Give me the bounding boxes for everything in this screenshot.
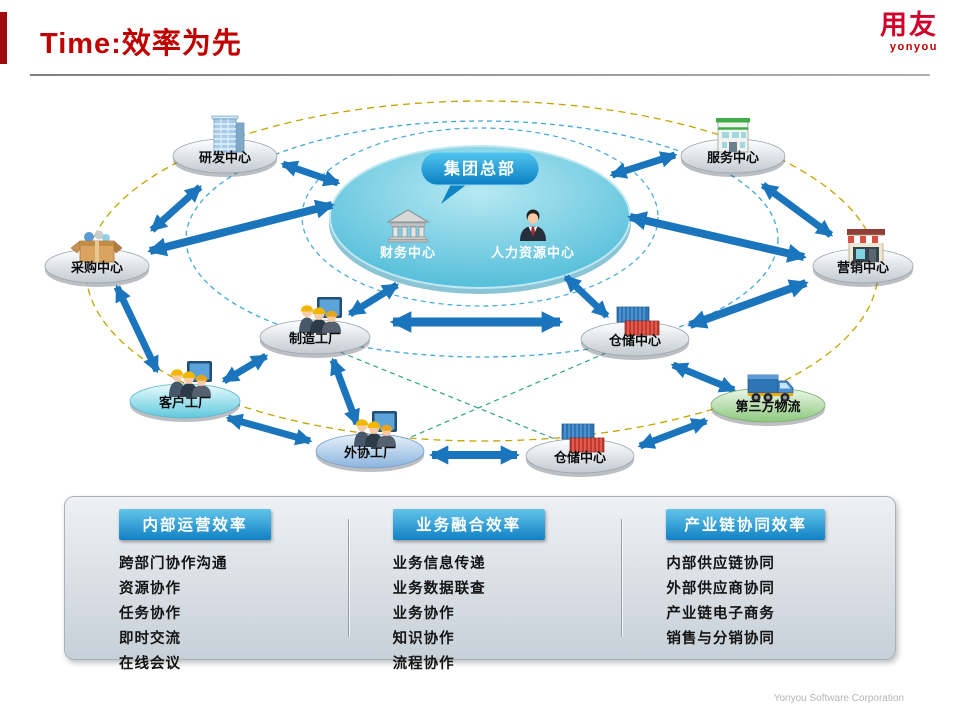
panel-item: 流程协作 (392, 656, 455, 672)
flow-arrow (687, 279, 809, 329)
yonyou-logo: 用友 yonyou (880, 10, 938, 54)
node-label: 服务中心 (707, 150, 759, 165)
node-warehouse-center-1: 仓储中心 (580, 306, 690, 360)
service-building-icon (714, 116, 752, 154)
office-building-icon (211, 115, 245, 153)
finance-label: 财务中心 (380, 245, 436, 260)
supply-chain-diagram: 集团总部 财务中心 人力资源中心 (44, 100, 914, 477)
node-label: 外协工厂 (343, 445, 396, 460)
workers-icon (354, 411, 397, 447)
node-third-party-logistics: 第三方物流 (710, 374, 826, 426)
node-rnd-center: 研发中心 (172, 115, 278, 177)
title-accent-bar (0, 12, 7, 64)
flow-arrow (347, 282, 400, 317)
column-header: 业务融合效率 (392, 509, 545, 540)
panel-item: 产业链电子商务 (666, 606, 775, 622)
panel-item-list: 跨部门协作沟通 资源协作 任务协作 即时交流 在线会议 (119, 552, 340, 677)
flow-arrow (563, 274, 610, 319)
node-label: 营销中心 (837, 260, 889, 275)
column-header: 产业链协同效率 (666, 509, 825, 540)
logo-text: 用友 (880, 10, 938, 40)
node-platform (129, 383, 241, 419)
panel-item: 销售与分销协同 (666, 631, 775, 647)
storefront-icon (846, 228, 886, 263)
flow-arrow (147, 199, 335, 257)
node-label: 研发中心 (199, 150, 251, 165)
node-service-center: 服务中心 (680, 116, 786, 177)
node-warehouse-center-2: 仓储中心 (525, 423, 635, 477)
panel-item: 业务协作 (392, 606, 455, 622)
flow-arrow (280, 160, 341, 187)
hq-bubble (420, 151, 540, 186)
headquarters-group: 集团总部 财务中心 人力资源中心 (301, 127, 659, 307)
node-label: 仓储中心 (553, 450, 606, 465)
panel-item-list: 内部供应链协同 外部供应商协同 产业链电子商务 销售与分销协同 (666, 552, 887, 652)
node-outsourcing-plant: 外协工厂 (315, 411, 425, 472)
node-procurement-center: 采购中心 (44, 230, 150, 287)
panel-column-industry-chain: 产业链协同效率 内部供应链协同 外部供应商协同 产业链电子商务 销售与分销协同 (622, 497, 895, 659)
dashed-link-1 (339, 351, 573, 447)
truck-icon (747, 374, 794, 403)
flow-arrow (637, 417, 709, 450)
panel-column-business: 业务融合效率 业务信息传递 业务数据联查 业务协作 知识协作 流程协作 (349, 497, 622, 672)
panel-item: 跨部门协作沟通 (119, 556, 228, 572)
flow-arrow (760, 182, 834, 238)
dashed-link-2 (394, 351, 609, 445)
panel-item-list: 业务信息传递 业务数据联查 业务协作 知识协作 流程协作 (393, 552, 614, 677)
flow-arrows (113, 151, 834, 465)
footer-text: Yonyou Software Corporation (773, 693, 904, 704)
workers-icon (169, 361, 212, 397)
panel-item: 业务信息传递 (392, 556, 486, 572)
column-header: 内部运营效率 (119, 509, 271, 540)
efficiency-panel: 内部运营效率 跨部门协作沟通 资源协作 任务协作 即时交流 在线会议 业务融合效… (64, 496, 896, 672)
panel-item: 内部供应链协同 (666, 556, 775, 572)
flow-arrow (609, 151, 678, 179)
hr-label: 人力资源中心 (491, 245, 575, 260)
panel-divider (621, 519, 623, 637)
panel-item: 知识协作 (392, 631, 455, 647)
node-label: 制造工厂 (289, 331, 341, 346)
flow-arrow (329, 357, 361, 427)
flow-arrow (221, 352, 269, 385)
flow-arrow (149, 184, 203, 233)
hq-bubble-tail (441, 182, 470, 204)
panel-item: 即时交流 (119, 631, 181, 647)
node-customer-plant: 客户工厂 (129, 361, 241, 422)
hq-title: 集团总部 (443, 159, 516, 178)
page-title: Time:效率为先 (40, 28, 242, 60)
node-label: 仓储中心 (608, 333, 661, 348)
node-label: 客户工厂 (159, 395, 211, 410)
flow-arrow (113, 284, 161, 374)
node-label: 第三方物流 (735, 399, 800, 414)
panel-column-internal: 内部运营效率 跨部门协作沟通 资源协作 任务协作 即时交流 在线会议 (65, 497, 348, 672)
title-divider (30, 74, 930, 76)
logo-subtext: yonyou (889, 41, 938, 53)
panel-item: 业务数据联查 (392, 581, 486, 597)
node-platform (315, 433, 425, 469)
flow-arrow (670, 361, 737, 394)
panel-item: 外部供应商协同 (666, 581, 775, 597)
node-platform (259, 319, 371, 355)
workers-icon (299, 297, 342, 333)
panel-item: 在线会议 (119, 656, 181, 672)
panel-item: 任务协作 (119, 606, 181, 622)
node-label: 采购中心 (70, 260, 123, 275)
flow-arrow (225, 413, 313, 446)
panel-divider (347, 519, 349, 637)
panel-item: 资源协作 (119, 581, 181, 597)
node-marketing-center: 营销中心 (812, 228, 914, 287)
flow-arrow (627, 211, 807, 263)
node-manufacturing-plant: 制造工厂 (259, 297, 371, 358)
